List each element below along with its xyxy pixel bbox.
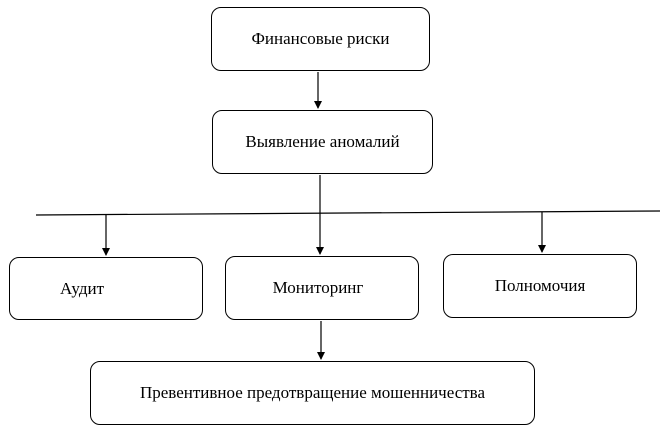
node-fraud-prevention: Превентивное предотвращение мошенничеств…: [90, 361, 535, 425]
node-financial-risks: Финансовые риски: [211, 7, 430, 71]
node-monitoring: Мониторинг: [225, 256, 419, 320]
node-label-monitoring: Мониторинг: [272, 278, 364, 297]
node-label-authority: Полномочия: [494, 276, 586, 295]
node-anomaly-detection: Выявление аномалий: [212, 110, 433, 174]
node-audit: Аудит: [9, 257, 203, 320]
node-label-fraud-prevention: Превентивное предотвращение мошенничеств…: [139, 383, 486, 402]
node-label-anomaly-detection: Выявление аномалий: [245, 132, 400, 151]
node-label-audit: Аудит: [59, 278, 105, 298]
node-label-financial-risks: Финансовые риски: [251, 29, 390, 48]
node-authority: Полномочия: [443, 254, 637, 318]
distribution-bus-line: [35, 210, 661, 216]
